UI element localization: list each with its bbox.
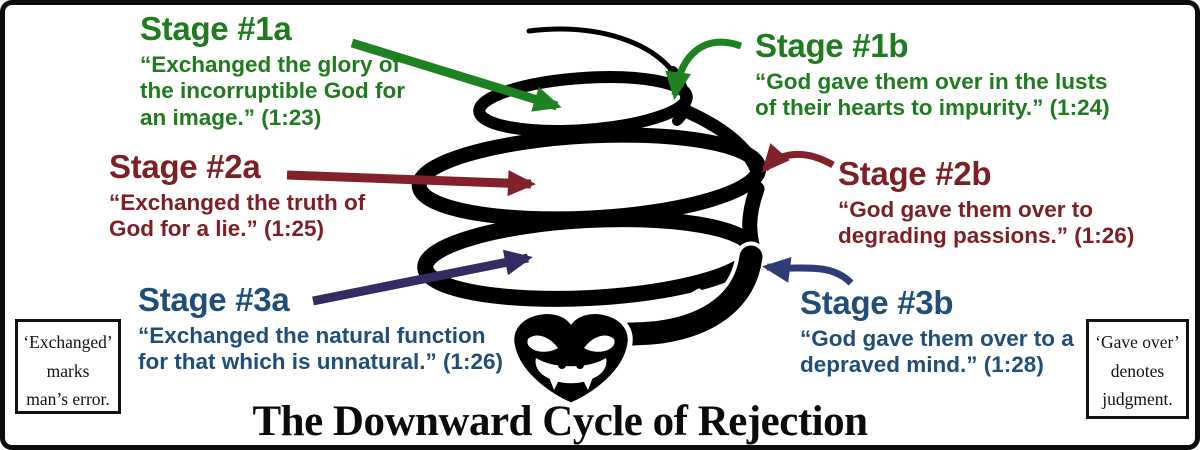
diagram-title: The Downward Cycle of Rejection [252,398,868,445]
stage-2a-arrow [286,170,536,197]
note-exchanged-line: marks [46,360,90,381]
note-exchanged-box: ‘Exchanged’ marks man’s error. [15,319,121,414]
stage-1a-text-line: an image.” (1:23) [140,104,322,130]
stage-1a-text-line: “Exchanged the glory of [140,51,401,77]
stage-2b-text-line: degrading passions.” (1:26) [838,223,1135,249]
note-gave-over-box: ‘Gave over’ denotes judgment. [1086,319,1189,419]
stage-1a-title: Stage #1a [140,10,292,47]
snake-right-eye [584,335,615,352]
snake-right-nostril [576,361,584,369]
note-gave-over-line: denotes [1110,360,1165,381]
stage-1b-title: Stage #1b [755,27,909,64]
stage-3a-arrow [312,249,533,306]
stage-2b-title: Stage #2b [838,155,992,192]
snake-right-fang [580,372,595,390]
stage-1b-text-line: of their hearts to impurity.” (1:24) [755,95,1110,121]
stage-3a-title: Stage #3a [138,281,290,318]
snake-head-shape [509,309,633,408]
stage-2b-block: Stage #2b “God gave them over to degradi… [838,155,1135,250]
stage-1a-arrow [350,38,562,112]
stage-1a-text-line: the incorruptible God for [140,78,405,104]
stage-1b-text-line: “God gave them over in the lusts [755,68,1108,94]
stage-3a-block: Stage #3a “Exchanged the natural functio… [138,281,504,376]
stage-1a-block: Stage #1a “Exchanged the glory of the in… [140,10,405,131]
snake-coil-2 [411,127,767,227]
snake-spiral-illustration [286,26,854,408]
stage-2b-arrow [761,143,835,173]
stage-3a-text-line: for that which is unnatural.” (1:26) [138,349,504,375]
stage-2b-text-line: “God gave them over to [838,196,1094,222]
stage-3b-title: Stage #3b [800,284,954,321]
note-gave-over-line: judgment. [1102,389,1173,409]
snake-left-nostril [558,361,566,369]
note-gave-over-line: ‘Gave over’ [1095,332,1180,352]
stage-3b-block: Stage #3b “God gave them over to a depra… [800,284,1074,379]
stage-2a-text-line: God for a lie.” (1:25) [109,216,325,242]
stage-3b-arrow [762,256,854,286]
stage-1b-arrow [665,38,743,100]
note-exchanged-line: ‘Exchanged’ [23,332,113,352]
stage-1b-block: Stage #1b “God gave them over in the lus… [755,27,1110,122]
stage-3a-text-line: “Exchanged the natural function [138,322,486,348]
note-exchanged-line: man’s error. [26,389,110,409]
stage-2a-block: Stage #2a “Exchanged the truth of God fo… [109,148,366,243]
stage-3b-text-line: “God gave them over to a [800,325,1074,351]
snake-left-fang [547,372,562,390]
snake-head [509,309,633,408]
snake-left-eye [527,335,558,352]
stage-2a-title: Stage #2a [109,148,261,185]
snake-coil-1 [473,71,693,137]
snake-neck-highlight [614,288,702,324]
stage-3b-text-line: depraved mind.” (1:28) [800,352,1044,378]
stage-2a-text-line: “Exchanged the truth of [109,189,366,215]
